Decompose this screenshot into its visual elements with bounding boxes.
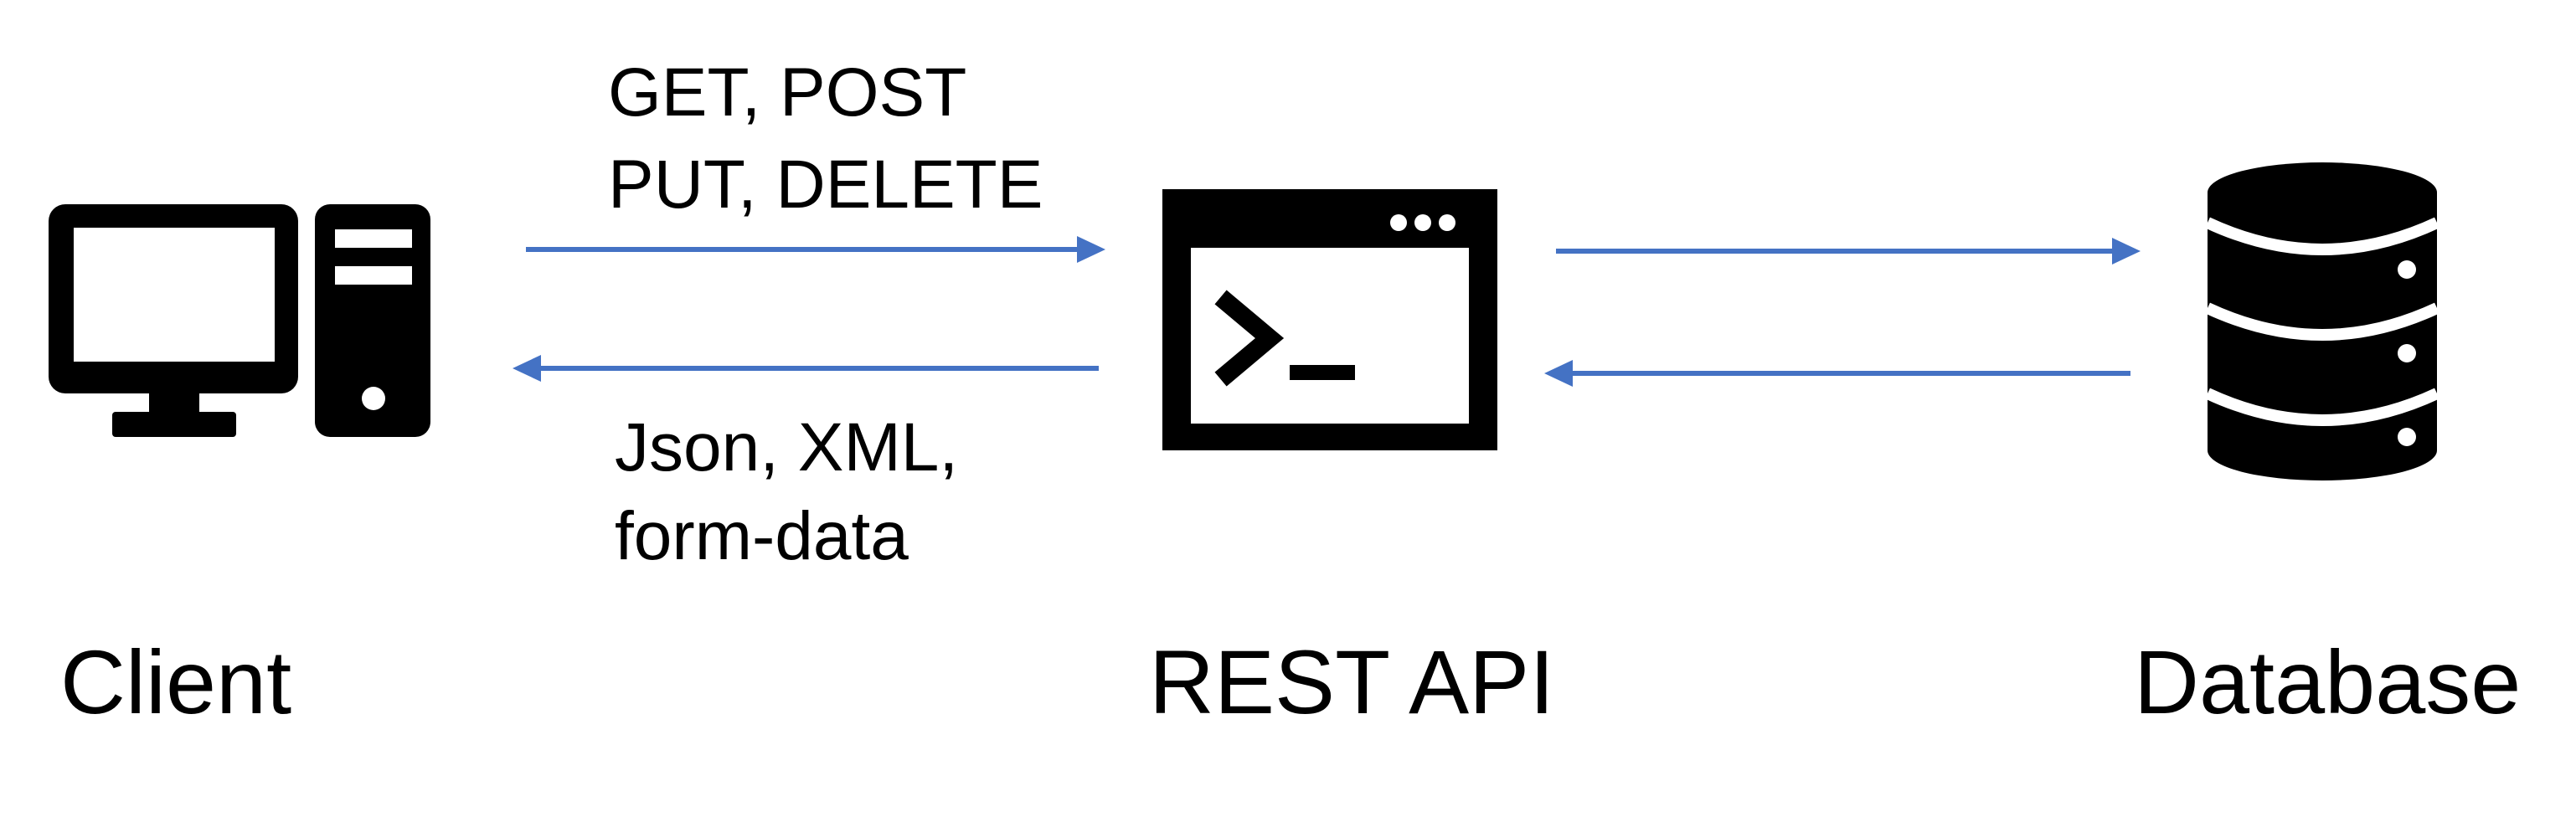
db-to-api-arrow-head-icon: [1544, 360, 1573, 387]
database-label: Database: [2134, 631, 2521, 732]
request-methods-label-line2: PUT, DELETE: [608, 146, 1043, 223]
window-dot-icon: [1390, 214, 1407, 231]
tower-icon: [315, 204, 430, 437]
database-icon: [2205, 162, 2439, 480]
window-dot-icon: [1439, 214, 1455, 231]
request-methods-label-line1: GET, POST: [608, 54, 966, 131]
response-arrow-head-icon: [513, 355, 541, 382]
response-format-label-line2: form-data: [615, 498, 909, 574]
db-indicator-icon: [2398, 260, 2416, 279]
terminal-window-icon: [1162, 189, 1497, 450]
response-format-label-line1: Json, XML,: [615, 409, 958, 486]
arrows: [513, 236, 2141, 387]
db-indicator-icon: [2398, 428, 2416, 446]
client-label: Client: [60, 631, 291, 732]
prompt-cursor-icon: [1290, 365, 1355, 380]
window-dot-icon: [1414, 214, 1431, 231]
request-arrow-head-icon: [1077, 236, 1105, 263]
monitor-icon: [49, 204, 298, 437]
rest-api-label: REST API: [1149, 631, 1554, 732]
api-to-db-arrow-head-icon: [2112, 238, 2141, 265]
db-indicator-icon: [2398, 344, 2416, 362]
desktop-computer-icon: [49, 204, 430, 437]
prompt-chevron-icon: [1214, 290, 1285, 387]
